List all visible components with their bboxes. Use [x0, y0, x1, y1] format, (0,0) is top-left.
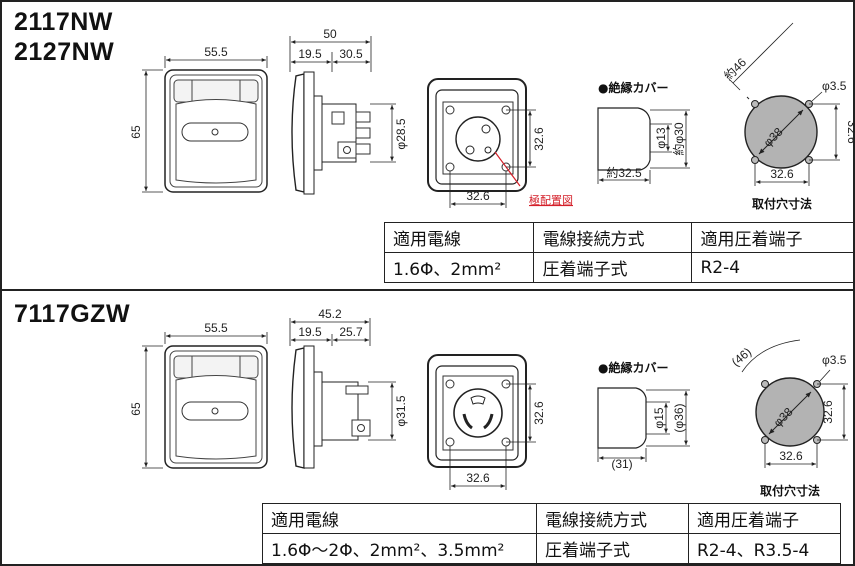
- pole-h-dim-2: 32.6: [466, 471, 490, 485]
- front-height-dim-2: 65: [129, 402, 143, 416]
- pole-v-dim: 32.6: [532, 127, 546, 151]
- cover-d2-dim-2: (φ36): [672, 403, 686, 432]
- pole-v-dim-2: 32.6: [532, 401, 546, 425]
- side-view-1: [289, 36, 396, 195]
- mount-view-1: [729, 22, 840, 186]
- cell-connection: 圧着端子式: [536, 533, 689, 564]
- side-d2-dim: 30.5: [339, 47, 363, 61]
- side-dia-dim-2: φ31.5: [394, 395, 408, 426]
- header-cell: 電線接続方式: [536, 503, 689, 534]
- side-dia-dim: φ28.5: [394, 118, 408, 149]
- cell-wire: 1.6Φ、2mm²: [383, 252, 535, 283]
- mount-title-2: 取付穴寸法: [760, 483, 820, 498]
- mount-view-2: [741, 339, 848, 468]
- front-width-dim-2: 55.5: [204, 321, 228, 335]
- mount-h-dim: 32.6: [770, 167, 794, 181]
- cover-d1-dim-2: φ15: [652, 407, 666, 428]
- header-cell: 適用圧着端子: [688, 503, 841, 534]
- cover-title-2: ●絶縁カバー: [598, 360, 668, 375]
- mount-v-dim: 32.6: [845, 120, 855, 144]
- side-view-2: [289, 318, 396, 469]
- side-d1-dim: 19.5: [298, 47, 322, 61]
- table-row: 1.6Φ、2mm² 圧着端子式 R2-4: [383, 252, 855, 283]
- side-total-dim: 50: [323, 27, 337, 41]
- spec-table-2: 適用電線 電線接続方式 適用圧着端子 1.6Φ～2Φ、2mm²、3.5mm² 圧…: [262, 503, 841, 564]
- header-cell: 適用電線: [262, 503, 537, 534]
- side-d1-dim-2: 19.5: [298, 325, 322, 339]
- pole-h-dim: 32.6: [466, 189, 490, 203]
- cover-view-1: [597, 107, 690, 184]
- mount-h-dim-2: 32.6: [779, 449, 803, 463]
- header-cell: 適用圧着端子: [691, 222, 855, 253]
- mount-hole-dim-2: φ3.5: [822, 353, 847, 367]
- mount-title: 取付穴寸法: [752, 196, 812, 211]
- cover-d2-dim: 約φ30: [671, 122, 686, 155]
- header-cell: 適用電線: [383, 222, 535, 253]
- front-width-dim: 55.5: [204, 45, 228, 59]
- pole-view-1: [427, 78, 536, 208]
- mount-diag-dim: 約46: [721, 54, 750, 83]
- model-name-2117nw: 2117NW: [14, 8, 113, 36]
- cover-view-2: [597, 387, 690, 462]
- spec-table-1: 適用電線 電線接続方式 適用圧着端子 1.6Φ、2mm² 圧着端子式 R2-4: [383, 222, 855, 283]
- pole-arrangement-label: 極配置図: [529, 193, 573, 207]
- side-total-dim-2: 45.2: [318, 307, 342, 321]
- cover-length-dim-2: (31): [611, 457, 632, 471]
- cover-d1-dim: φ13: [654, 127, 668, 148]
- pole-view-2: [427, 354, 536, 490]
- cover-title: ●絶縁カバー: [598, 80, 668, 95]
- header-cell: 電線接続方式: [533, 222, 693, 253]
- front-height-dim: 65: [129, 125, 143, 139]
- side-d2-dim-2: 25.7: [339, 325, 363, 339]
- mount-v-dim-2: 32.6: [821, 400, 835, 424]
- model-name-7117gzw: 7117GZW: [14, 300, 131, 328]
- mount-hole-dim: φ3.5: [822, 79, 847, 93]
- cell-wire: 1.6Φ～2Φ、2mm²、3.5mm²: [262, 533, 537, 564]
- table-header-row: 適用電線 電線接続方式 適用圧着端子: [383, 222, 855, 253]
- front-view-1: [142, 56, 268, 193]
- cell-terminal: R2-4、R3.5-4: [688, 533, 841, 564]
- cell-connection: 圧着端子式: [533, 252, 693, 283]
- model-name-2127nw: 2127NW: [14, 38, 115, 66]
- front-view-2: [142, 332, 268, 469]
- table-row: 1.6Φ～2Φ、2mm²、3.5mm² 圧着端子式 R2-4、R3.5-4: [262, 533, 841, 564]
- table-header-row: 適用電線 電線接続方式 適用圧着端子: [262, 503, 841, 534]
- cell-terminal: R2-4: [691, 252, 855, 283]
- mount-diag-dim-2: (46): [729, 345, 754, 369]
- cover-length-dim: 約32.5: [606, 165, 642, 180]
